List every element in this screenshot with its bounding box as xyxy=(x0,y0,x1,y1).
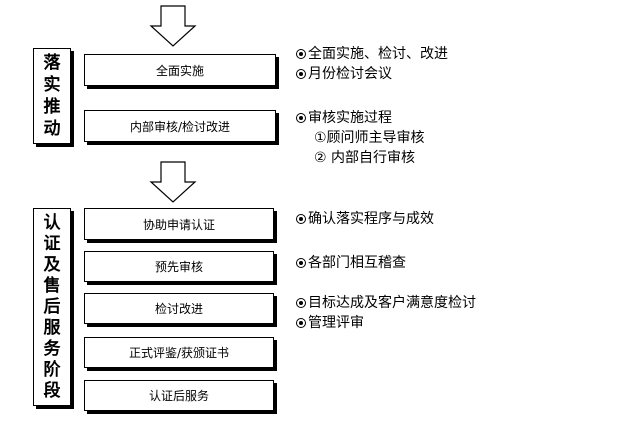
stage-2-label: 认 证 及 售 后 服 务 阶 段 xyxy=(33,208,71,406)
stage-2-char: 段 xyxy=(43,380,61,401)
stage-2-notes-group-2: 各部门相互稽查 xyxy=(296,253,406,273)
step-label: 协助申请认证 xyxy=(142,217,215,232)
stage-2-char: 服 xyxy=(43,317,61,338)
stage-2-char: 阶 xyxy=(43,359,61,380)
stage-2-char: 证 xyxy=(43,233,61,254)
stage-1-notes-group-1: 全面实施、检讨、改进 月份检讨会议 xyxy=(296,44,448,84)
step-label: 认证后服务 xyxy=(148,389,209,403)
stage-1-char: 推 xyxy=(43,97,61,117)
stage-1-char: 落 xyxy=(43,53,61,73)
stage-2-char: 后 xyxy=(43,296,61,317)
note-line: 全面实施、检讨、改进 xyxy=(296,44,448,64)
bullet-icon xyxy=(296,69,306,79)
note-line: 月份检讨会议 xyxy=(296,64,448,84)
note-text: 目标达成及客户满意度检讨 xyxy=(308,295,476,311)
step-post-cert-service: 认证后服务 xyxy=(84,380,274,411)
stage-2-char: 及 xyxy=(43,254,61,275)
stage-1-label: 落 实 推 动 xyxy=(33,48,71,144)
stage-2-notes-group-1: 确认落实程序与成效 xyxy=(296,209,434,229)
step-label: 内部审核/检讨改进 xyxy=(129,119,231,134)
stage-1-char: 动 xyxy=(43,119,61,139)
step-internal-audit: 内部审核/检讨改进 xyxy=(84,110,276,142)
stage-2-char: 认 xyxy=(43,212,61,233)
note-text: 确认落实程序与成效 xyxy=(308,211,434,227)
note-text: 全面实施、检讨、改进 xyxy=(308,46,448,62)
step-pre-audit: 预先审核 xyxy=(84,251,274,282)
note-line: 确认落实程序与成效 xyxy=(296,209,434,229)
note-text: 月份检讨会议 xyxy=(308,66,392,82)
down-arrow-middle-icon xyxy=(149,161,197,203)
note-line: 管理评审 xyxy=(296,313,476,333)
bullet-icon xyxy=(296,49,306,59)
note-text: 审核实施过程 xyxy=(308,110,392,126)
stage-1-notes-group-2: 审核实施过程 ①顾问师主导审核 ② 内部自行审核 xyxy=(296,108,425,168)
stage-2-char: 售 xyxy=(43,275,61,296)
down-arrow-top-icon xyxy=(149,5,197,47)
bullet-icon xyxy=(296,318,306,328)
step-assist-application: 协助申请认证 xyxy=(84,208,274,240)
note-line: ② 内部自行审核 xyxy=(314,150,416,166)
step-label: 正式评鉴/获颁证书 xyxy=(128,346,230,360)
note-line: ①顾问师主导审核 xyxy=(314,130,425,146)
bullet-icon xyxy=(296,298,306,308)
bullet-icon xyxy=(296,258,306,268)
step-label: 预先审核 xyxy=(154,260,203,274)
step-label: 检讨改进 xyxy=(154,302,203,316)
bullet-icon xyxy=(296,214,306,224)
note-line: 各部门相互稽查 xyxy=(296,253,406,273)
step-review-improve: 检讨改进 xyxy=(84,293,274,324)
note-text: 各部门相互稽查 xyxy=(308,255,406,271)
step-formal-evaluation: 正式评鉴/获颁证书 xyxy=(84,337,274,368)
stage-2-notes-group-3: 目标达成及客户满意度检讨 管理评审 xyxy=(296,293,476,333)
stage-2-char: 务 xyxy=(43,338,61,359)
step-label: 全面实施 xyxy=(155,63,204,78)
step-full-implementation: 全面实施 xyxy=(84,54,276,86)
stage-1-char: 实 xyxy=(43,75,61,95)
note-line: 审核实施过程 xyxy=(296,108,425,128)
note-line: 目标达成及客户满意度检讨 xyxy=(296,293,476,313)
note-text: 管理评审 xyxy=(308,315,364,331)
bullet-icon xyxy=(296,113,306,123)
